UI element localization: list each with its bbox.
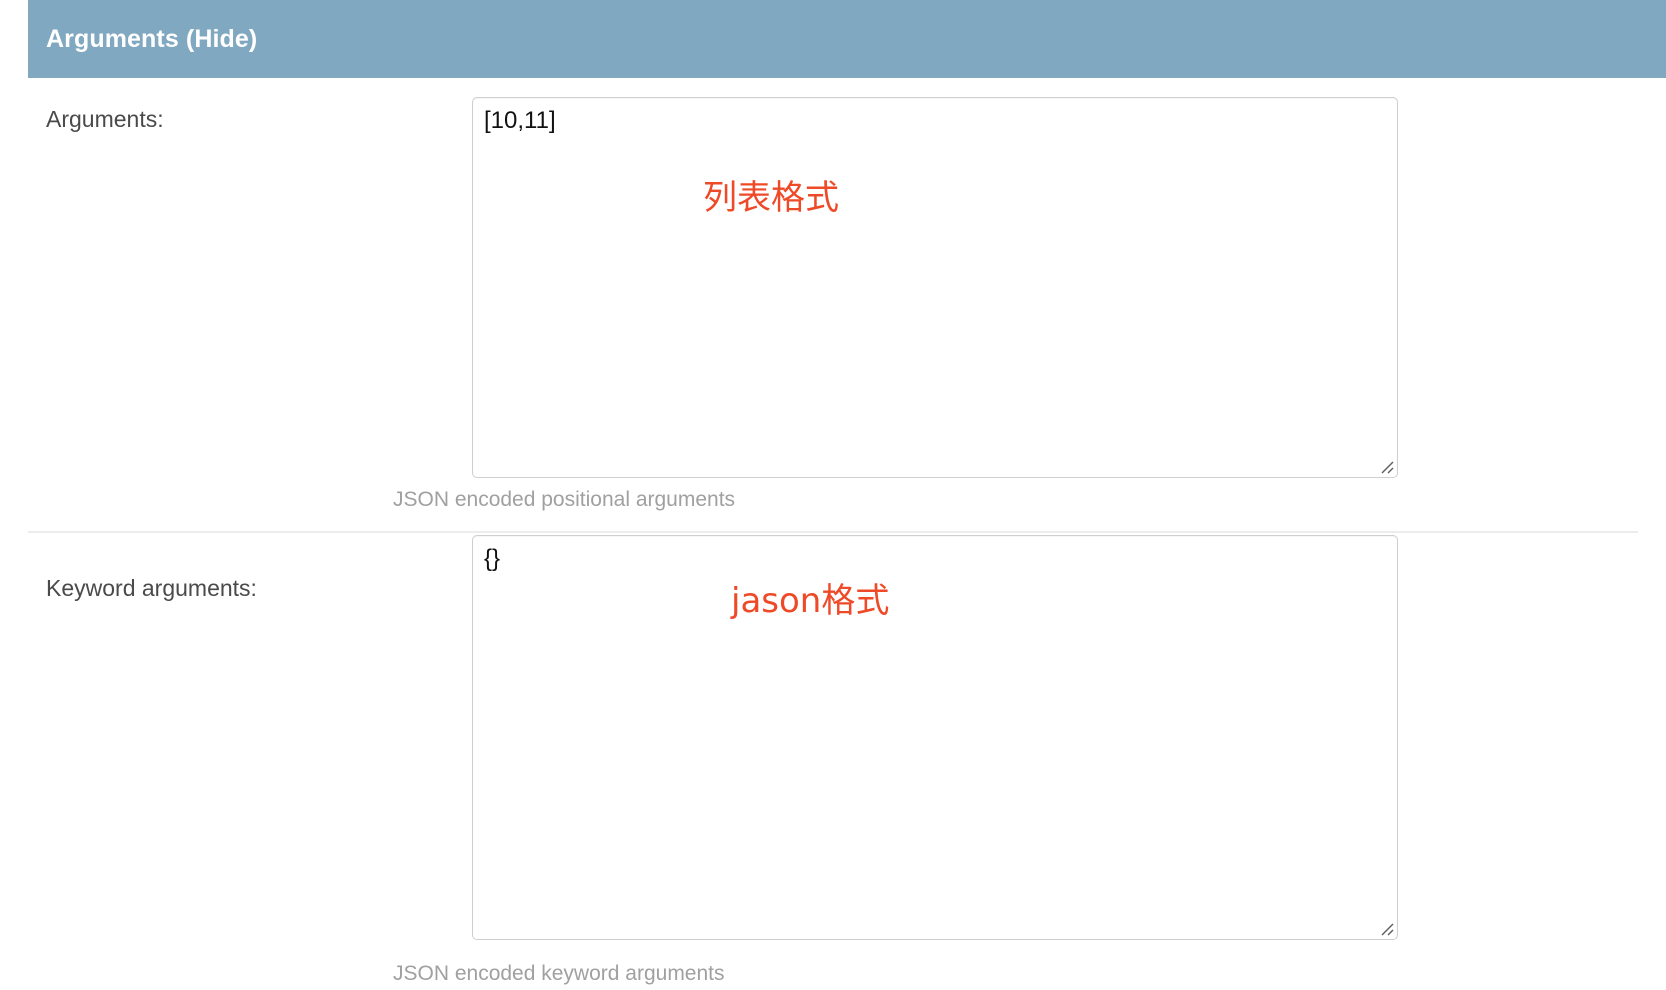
keyword-arguments-label: Keyword arguments: [46, 575, 257, 601]
resize-grip-icon[interactable] [1378, 458, 1394, 474]
keyword-arguments-annotation: jason格式 [731, 581, 890, 621]
arguments-input-value: [10,11] [484, 107, 556, 134]
keyword-arguments-textarea-wrap: {} jason格式 [472, 535, 1398, 940]
keyword-arguments-help-text: JSON encoded keyword arguments [393, 962, 725, 985]
resize-grip-icon[interactable] [1378, 920, 1394, 936]
panel-header-title[interactable]: Arguments (Hide) [46, 24, 258, 53]
panel-header: Arguments (Hide) [28, 0, 1666, 78]
keyword-arguments-input[interactable]: {} jason格式 [472, 535, 1398, 940]
arguments-input[interactable]: [10,11] 列表格式 [472, 97, 1398, 478]
form-row-arguments: Arguments: [10,11] 列表格式 JSON encoded pos… [0, 78, 1666, 531]
keyword-arguments-input-value: {} [484, 545, 501, 572]
arguments-textarea-wrap: [10,11] 列表格式 [472, 97, 1398, 478]
arguments-label: Arguments: [46, 106, 164, 132]
form-row-keyword-arguments: Keyword arguments: {} jason格式 JSON encod… [0, 531, 1666, 990]
row-divider [28, 531, 1638, 533]
arguments-annotation: 列表格式 [703, 178, 839, 218]
arguments-help-text: JSON encoded positional arguments [393, 488, 736, 511]
